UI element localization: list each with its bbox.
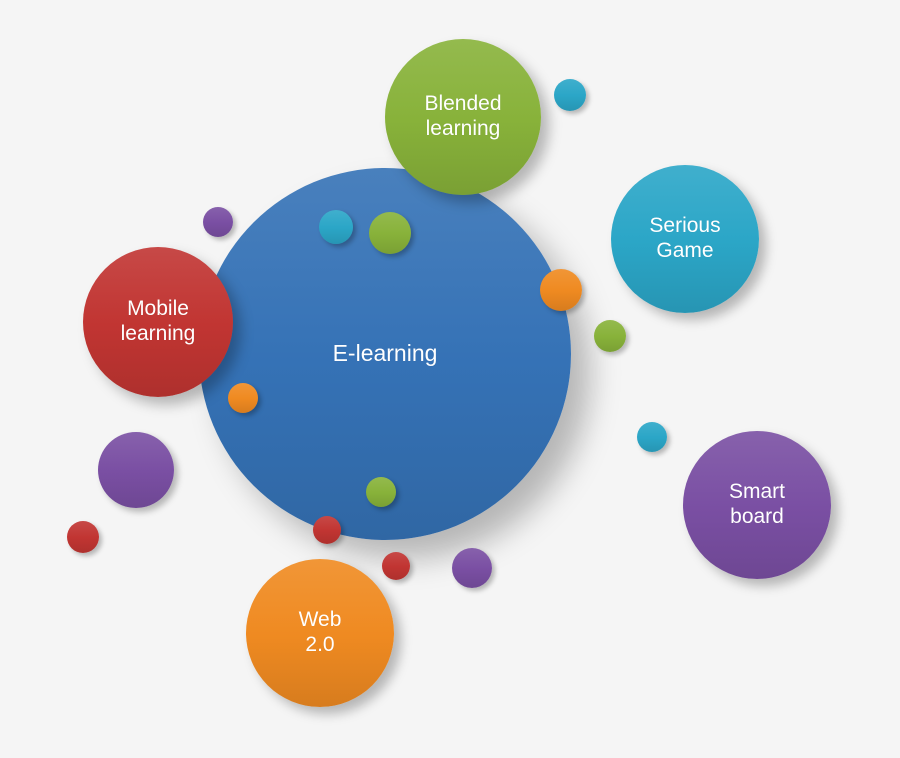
bubble-small-7[interactable]: [203, 207, 233, 237]
bubble-small-14[interactable]: [228, 383, 258, 413]
bubble-label: Serious Game: [649, 214, 721, 262]
bubble-small-16[interactable]: [67, 521, 99, 553]
bubble-small-10[interactable]: [554, 79, 586, 111]
bubble-small-20[interactable]: [452, 548, 492, 588]
bubble-label: Mobile learning: [120, 297, 196, 345]
bubble-small-18[interactable]: [313, 516, 341, 544]
bubble-label: E-learning: [332, 340, 438, 367]
bubble-label: Blended learning: [424, 92, 502, 140]
bubble-label: Web 2.0: [298, 608, 342, 656]
bubble-small-13[interactable]: [637, 422, 667, 452]
bubble-label: Smart board: [728, 480, 785, 528]
bubble-small-17[interactable]: [366, 477, 396, 507]
bubble-smart-board[interactable]: Smart board: [683, 431, 831, 579]
bubble-small-15[interactable]: [98, 432, 174, 508]
bubble-small-8[interactable]: [319, 210, 353, 244]
bubble-small-12[interactable]: [594, 320, 626, 352]
bubble-small-11[interactable]: [540, 269, 582, 311]
bubble-serious-game[interactable]: Serious Game: [611, 165, 759, 313]
bubble-blended-learning[interactable]: Blended learning: [385, 39, 541, 195]
bubble-web-2-0[interactable]: Web 2.0: [246, 559, 394, 707]
bubble-small-9[interactable]: [369, 212, 411, 254]
bubble-small-19[interactable]: [382, 552, 410, 580]
bubble-mobile-learning[interactable]: Mobile learning: [83, 247, 233, 397]
